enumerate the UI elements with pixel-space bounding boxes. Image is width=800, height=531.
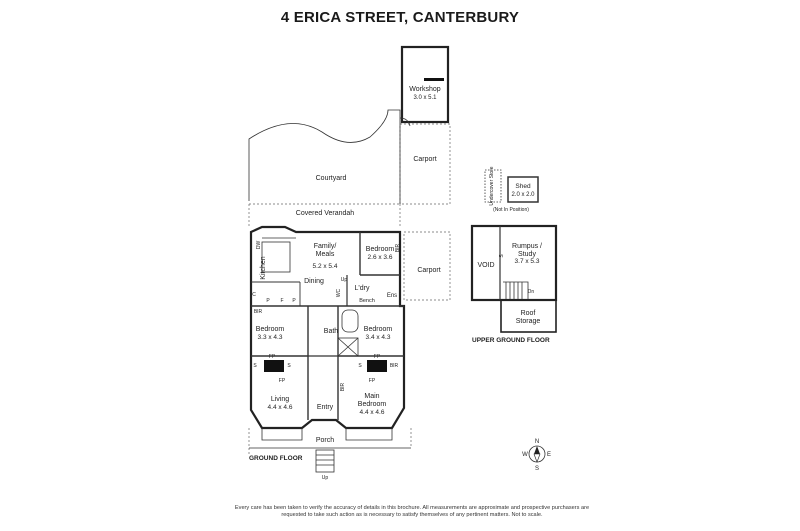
upper-ground-floor: Dn VOID Rumpus / Study 3.7 x 5.3 S Roof …	[470, 224, 558, 333]
page-title: 4 ERICA STREET, CANTERBURY	[280, 9, 520, 26]
compass-n: N	[535, 439, 539, 445]
dw-label: DW	[256, 241, 262, 250]
roof-label-2: Storage	[516, 318, 541, 325]
s-label-1: S	[253, 363, 257, 369]
p-label-1: P	[266, 298, 270, 304]
upper-dn-label: Dn	[528, 289, 535, 295]
fixture-labels: DW BIR C P F P BIR Up WC FP S S FP FP S …	[252, 241, 401, 392]
bench-label: Bench	[359, 298, 375, 304]
covered-verandah: Covered Verandah	[248, 204, 401, 228]
workshop-dim: 3.0 x 5.1	[413, 95, 437, 101]
shed-group: Undercover Store Shed 2.0 x 2.0 (Not In …	[484, 166, 539, 213]
br-label-main: BIR	[340, 382, 346, 391]
up-label: Up	[341, 277, 348, 283]
fp-label-2: FP	[279, 378, 286, 384]
living-dim: 4.4 x 4.6	[268, 404, 293, 411]
porch: Porch Up	[248, 428, 412, 481]
not-in-position-label: (Not In Position)	[493, 207, 529, 213]
carport-top: Carport	[399, 123, 451, 205]
rumpus-label-2: Study	[518, 251, 536, 258]
bedroom-left-dim: 3.3 x 4.3	[258, 334, 283, 341]
fp-label-4: FP	[369, 378, 376, 384]
family-label: Family/	[314, 243, 337, 250]
upper-ground-floor-label: UPPER GROUND FLOOR	[472, 337, 550, 344]
porch-up-label: Up	[322, 475, 329, 481]
bedroom-small-label: Bedroom	[366, 246, 395, 253]
carport-side: Carport	[403, 231, 451, 301]
main-bedroom-label-1: Main	[364, 393, 379, 400]
void-label: VOID	[477, 262, 494, 269]
courtyard-label: Courtyard	[316, 175, 347, 182]
workshop: Workshop 3.0 x 5.1	[400, 45, 450, 124]
house-walls	[249, 225, 406, 441]
bedroom-right-label: Bedroom	[364, 326, 393, 333]
shed-label: Shed	[515, 183, 531, 190]
room-labels: Kitchen Family/ Meals 5.2 x 5.4 Dining B…	[256, 243, 397, 416]
compass-e: E	[547, 452, 551, 458]
p-label-2: P	[292, 298, 296, 304]
courtyard: Courtyard	[248, 109, 411, 205]
fp-label-3: FP	[374, 354, 381, 360]
disclaimer-text: Every care has been taken to verify the …	[234, 505, 590, 518]
s-label-3: S	[358, 363, 362, 369]
laundry-label: L'dry	[355, 285, 370, 292]
s-label-2: S	[287, 363, 291, 369]
roof-label-1: Roof	[521, 310, 536, 317]
rumpus-label-1: Rumpus /	[512, 243, 542, 250]
dining-label: Dining	[304, 278, 324, 285]
bedroom-left-label: Bedroom	[256, 326, 285, 333]
compass-icon: N S E W	[522, 439, 551, 472]
main-bedroom-dim: 4.4 x 4.6	[360, 409, 385, 416]
undercover-store-label: Undercover Store	[489, 166, 495, 205]
f-label: F	[280, 298, 283, 304]
ground-floor-label: GROUND FLOOR	[249, 455, 303, 462]
main-bedroom-label-2: Bedroom	[358, 401, 387, 408]
meals-label: Meals	[316, 251, 335, 258]
covered-verandah-label: Covered Verandah	[296, 210, 354, 217]
br-label-left: BIR	[254, 309, 263, 315]
compass-w: W	[522, 452, 528, 458]
upper-s-label: S	[499, 254, 505, 258]
living-label: Living	[271, 396, 289, 403]
carport-side-label: Carport	[417, 267, 440, 274]
ens-label: Ens	[387, 293, 397, 299]
c-label: C	[252, 292, 256, 298]
carport-top-label: Carport	[413, 156, 436, 163]
family-dim: 5.2 x 5.4	[313, 263, 338, 270]
br-label-right: BIR	[390, 363, 399, 369]
br-label-top: BIR	[395, 243, 401, 252]
rumpus-dim: 3.7 x 5.3	[515, 258, 540, 265]
workshop-label: Workshop	[409, 86, 440, 93]
bedroom-right-dim: 3.4 x 4.3	[366, 334, 391, 341]
compass-s: S	[535, 466, 539, 472]
shed-dim: 2.0 x 2.0	[511, 192, 535, 198]
bedroom-small-dim: 2.6 x 3.6	[368, 254, 393, 261]
fp-label-1: FP	[269, 354, 276, 360]
kitchen-label: Kitchen	[260, 256, 267, 279]
porch-label: Porch	[316, 437, 334, 444]
bath-label: Bath	[324, 328, 339, 335]
entry-label: Entry	[317, 404, 334, 411]
wc-label: WC	[336, 288, 342, 297]
